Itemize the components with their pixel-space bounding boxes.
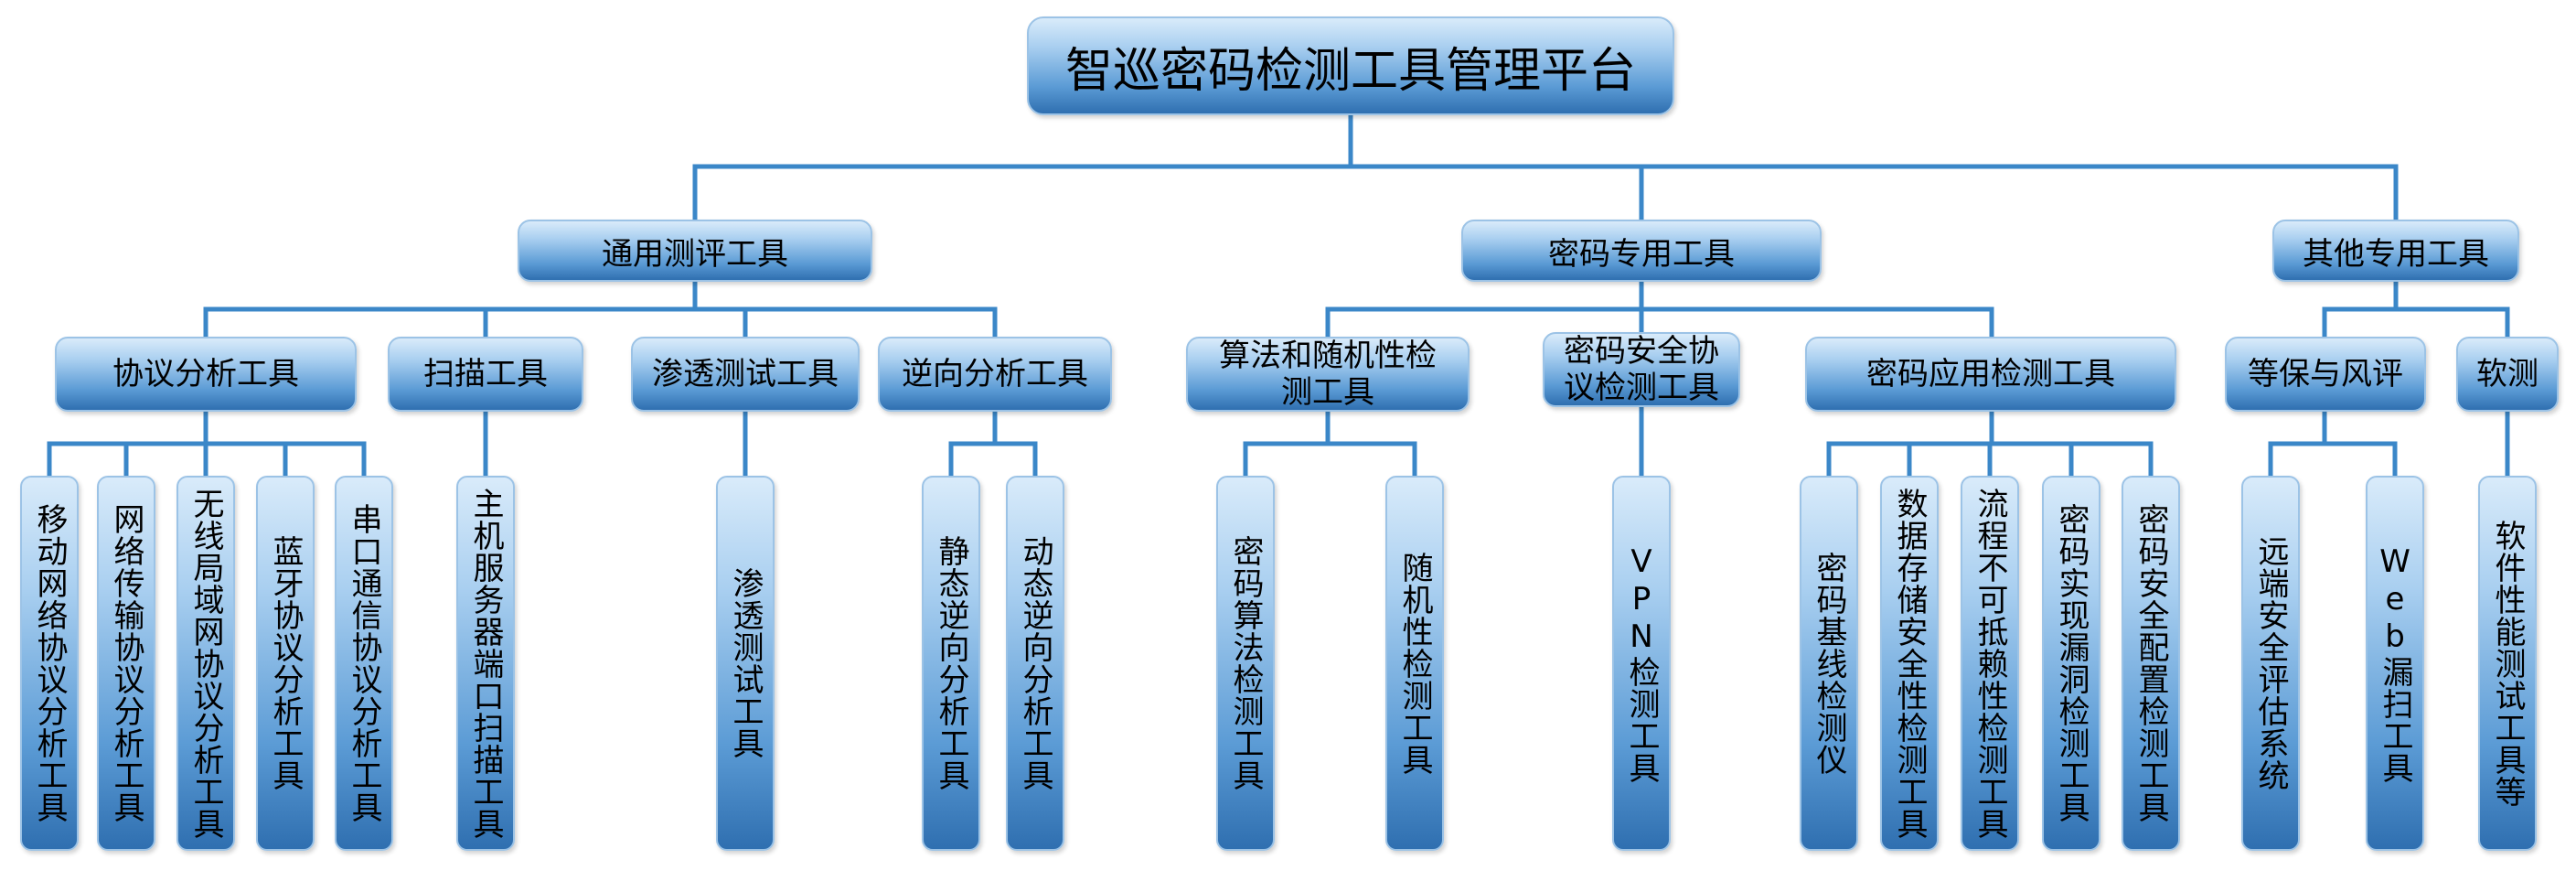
leaf-mobile-network-protocol: 移动网络协议分析工具 bbox=[20, 476, 79, 851]
connector-compliance bbox=[2268, 409, 2398, 478]
leaf-bluetooth-protocol: 蓝牙协议分析工具 bbox=[256, 476, 315, 851]
category-general-tools: 通用测评工具 bbox=[518, 220, 872, 282]
leaf-dynamic-reverse: 动态逆向分析工具 bbox=[1006, 476, 1064, 851]
subcategory-reverse: 逆向分析工具 bbox=[878, 337, 1112, 412]
subcategory-crypto-protocol: 密码安全协议检测工具 bbox=[1543, 332, 1740, 407]
leaf-network-transport-protocol: 网络传输协议分析工具 bbox=[97, 476, 155, 851]
leaf-software-performance-test: 软件性能测试工具等 bbox=[2478, 476, 2537, 851]
subcategory-compliance-risk: 等保与风评 bbox=[2225, 337, 2426, 412]
subcategory-scan: 扫描工具 bbox=[388, 337, 583, 412]
connector-root bbox=[692, 113, 2399, 224]
leaf-non-repudiation: 流程不可抵赖性检测工具 bbox=[1961, 476, 2019, 851]
leaf-crypto-baseline: 密码基线检测仪 bbox=[1800, 476, 1858, 851]
leaf-wlan-protocol: 无线局域网协议分析工具 bbox=[176, 476, 235, 851]
leaf-serial-protocol: 串口通信协议分析工具 bbox=[335, 476, 393, 851]
connector-general bbox=[203, 279, 998, 339]
leaf-remote-security-assessment: 远端安全评估系统 bbox=[2241, 476, 2300, 851]
subcategory-protocol-analysis: 协议分析工具 bbox=[55, 337, 357, 412]
subcategory-software-test: 软测 bbox=[2456, 337, 2559, 412]
connector-reverse bbox=[948, 409, 1038, 478]
category-other-tools: 其他专用工具 bbox=[2272, 220, 2519, 282]
category-crypto-tools: 密码专用工具 bbox=[1461, 220, 1822, 282]
root-node: 智巡密码检测工具管理平台 bbox=[1027, 16, 1674, 115]
subcategory-crypto-application: 密码应用检测工具 bbox=[1805, 337, 2176, 412]
leaf-crypto-implementation-vuln: 密码实现漏洞检测工具 bbox=[2042, 476, 2100, 851]
leaf-data-storage-security: 数据存储安全性检测工具 bbox=[1880, 476, 1939, 851]
leaf-crypto-security-config: 密码安全配置检测工具 bbox=[2122, 476, 2180, 851]
connector-protocol bbox=[47, 409, 367, 478]
connector-crypto bbox=[1325, 279, 1994, 339]
connector-application bbox=[1826, 409, 2154, 478]
subcategory-penetration: 渗透测试工具 bbox=[631, 337, 860, 412]
connector-other bbox=[2322, 279, 2510, 339]
leaf-vpn: VPN检测工具 bbox=[1612, 476, 1671, 851]
leaf-penetration-test: 渗透测试工具 bbox=[716, 476, 775, 851]
subcategory-algorithm-randomness: 算法和随机性检测工具 bbox=[1186, 337, 1470, 412]
leaf-static-reverse: 静态逆向分析工具 bbox=[922, 476, 980, 851]
leaf-randomness: 随机性检测工具 bbox=[1385, 476, 1444, 851]
leaf-crypto-algorithm: 密码算法检测工具 bbox=[1216, 476, 1275, 851]
connector-algorithm bbox=[1243, 409, 1417, 478]
leaf-web-vuln-scan: Web漏扫工具 bbox=[2366, 476, 2424, 851]
leaf-host-port-scan: 主机服务器端口扫描工具 bbox=[456, 476, 515, 851]
